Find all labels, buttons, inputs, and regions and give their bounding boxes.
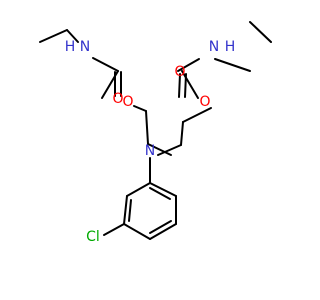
bond — [145, 110, 149, 145]
bond — [126, 182, 151, 197]
bond — [149, 182, 177, 197]
bond — [39, 29, 68, 43]
atom-h-right: H — [225, 39, 236, 55]
bond — [149, 187, 171, 200]
atom-h-left: H — [65, 39, 76, 55]
atom-n-right: N — [209, 39, 219, 55]
bond — [181, 70, 199, 99]
molecule-diagram: N H O O N O O N H Cl — [39, 21, 272, 245]
bond — [123, 195, 128, 225]
bond — [128, 199, 132, 222]
bond — [147, 143, 172, 156]
bond — [66, 29, 79, 43]
bond — [123, 223, 151, 240]
atom-n-center: N — [145, 143, 155, 159]
atom-n-left: N — [80, 39, 90, 55]
atom-o-carbonyl-left: O — [112, 91, 123, 107]
bond — [101, 70, 119, 99]
bond — [149, 220, 172, 234]
bond — [103, 223, 125, 236]
molecule-svg: N H O O N O O N H Cl — [39, 21, 272, 245]
bond — [149, 223, 177, 240]
bond — [177, 58, 200, 72]
atom-nh-left: N H — [65, 39, 91, 55]
atom-cl: Cl — [86, 229, 100, 245]
bond — [178, 73, 181, 98]
atom-nh-right: N H — [209, 39, 236, 55]
bond — [180, 121, 184, 146]
bond — [157, 144, 182, 156]
atom-o-ester-left: O — [122, 94, 133, 110]
atom-o-ester-right: O — [199, 94, 210, 110]
bond — [249, 21, 272, 43]
bond — [92, 57, 119, 72]
bond — [214, 58, 251, 72]
bond — [182, 107, 212, 123]
bond — [133, 105, 147, 112]
atom-o-carbonyl-right: O — [174, 64, 185, 80]
